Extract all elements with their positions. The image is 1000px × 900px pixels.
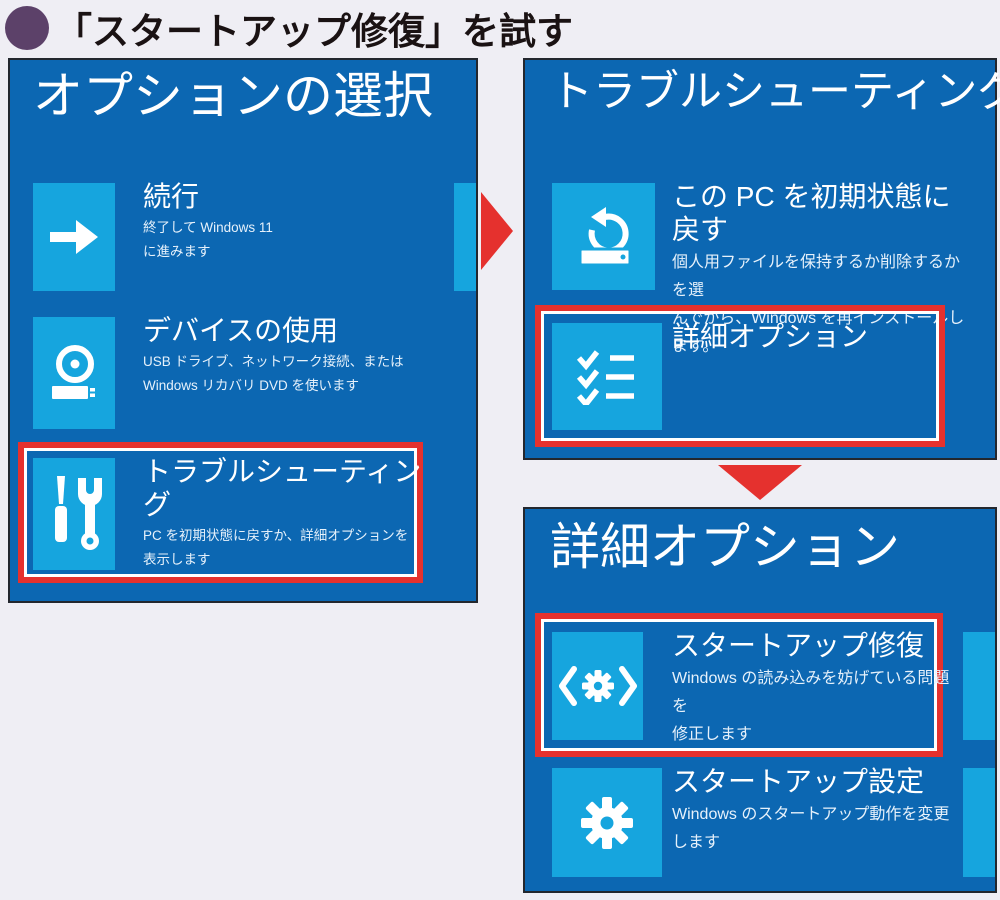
option-startup-repair[interactable]: スタートアップ修復 Windows の読み込みを妨げている問題を 修正します	[552, 630, 952, 744]
option-desc: PC を初期状態に戻すか、詳細オプションを 表示します	[143, 528, 409, 568]
page-heading: 「スタートアップ修復」を試す	[5, 1, 573, 55]
advanced-options-checklist-icon	[576, 349, 634, 405]
device-disc-usb-icon	[50, 345, 95, 401]
troubleshoot-tools-icon	[55, 476, 102, 550]
choose-option-screen: オプションの選択 続行 終了して Windows 11 に進みます デバイスの使…	[8, 58, 478, 603]
option-title: デバイスの使用	[143, 315, 339, 346]
startup-settings-gear-icon	[581, 796, 633, 849]
option-title: この PC を初期状態に 戻す	[672, 181, 951, 246]
option-desc: USB ドライブ、ネットワーク接続、または Windows リカバリ DVD を…	[143, 354, 404, 394]
option-title: トラブルシューティング	[143, 456, 422, 521]
option-desc: Windows のスタートアップ動作を変更します	[672, 806, 950, 852]
reset-pc-icon	[578, 206, 631, 266]
flow-arrow-right-icon	[481, 192, 513, 270]
option-title: 続行	[143, 181, 200, 212]
flow-arrow-down-icon	[718, 465, 802, 500]
continue-arrow-icon	[50, 220, 98, 254]
advanced-options-screen: 詳細オプション スタートアップ修復 Windows の読み込みを妨げている問題を…	[523, 507, 997, 893]
option-startup-settings[interactable]: スタートアップ設定 Windows のスタートアップ動作を変更します	[552, 766, 952, 880]
option-advanced-options[interactable]: 詳細オプション	[552, 321, 952, 433]
startup-repair-tile[interactable]	[552, 632, 643, 740]
option-troubleshoot[interactable]: トラブルシューティング PC を初期状態に戻すか、詳細オプションを 表示します	[33, 456, 433, 573]
option-title: スタートアップ修復	[672, 630, 925, 661]
option-use-device[interactable]: デバイスの使用 USB ドライブ、ネットワーク接続、または Windows リカ…	[33, 315, 453, 432]
screen-title: 詳細オプション	[550, 519, 900, 575]
continue-tile[interactable]	[33, 183, 115, 291]
option-desc: 個人用ファイルを保持するか削除するかを選 んでから、Windows を再インスト…	[672, 254, 965, 356]
screen-title: オプションの選択	[33, 68, 433, 124]
advanced-options-tile[interactable]	[552, 323, 662, 430]
screen-title: トラブルシューティング	[550, 68, 1000, 116]
option-desc: 終了して Windows 11 に進みます	[143, 220, 273, 260]
troubleshoot-tile[interactable]	[33, 458, 115, 570]
use-device-tile[interactable]	[33, 317, 115, 429]
option-title: 詳細オプション	[672, 321, 869, 352]
page-heading-text: 「スタートアップ修復」を試す	[55, 11, 573, 52]
option-desc: Windows の読み込みを妨げている問題を 修正します	[672, 670, 950, 744]
option-reset-pc[interactable]: この PC を初期状態に 戻す 個人用ファイルを保持するか削除するかを選 んでか…	[552, 181, 972, 355]
partial-tile	[454, 183, 476, 291]
startup-settings-tile[interactable]	[552, 768, 662, 877]
partial-tile	[963, 632, 995, 740]
option-title: スタートアップ設定	[672, 766, 925, 797]
reset-pc-tile[interactable]	[552, 183, 655, 290]
bullet-icon	[5, 6, 49, 50]
startup-repair-icon	[558, 666, 637, 706]
troubleshoot-screen: トラブルシューティング この PC を初期状態に 戻す 個人用ファイルを保持する…	[523, 58, 1000, 460]
partial-tile	[963, 768, 995, 877]
option-continue[interactable]: 続行 終了して Windows 11 に進みます	[33, 181, 453, 295]
